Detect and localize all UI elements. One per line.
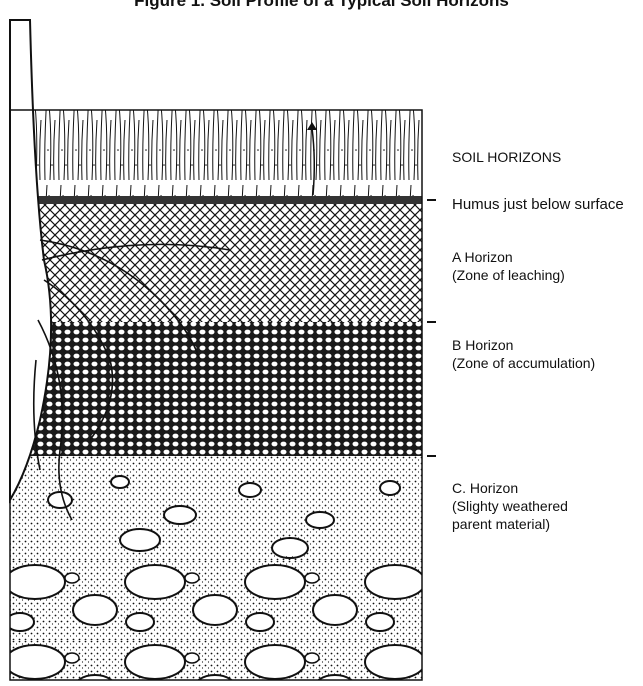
b-horizon-name: B Horizon bbox=[452, 337, 513, 354]
b-horizon-desc: (Zone of accumulation) bbox=[452, 355, 595, 372]
c-horizon-desc-1: (Slighty weathered bbox=[452, 498, 568, 515]
a-b-boundary-tick bbox=[427, 321, 436, 323]
c-horizon-name: C. Horizon bbox=[452, 480, 518, 497]
humus-layer bbox=[10, 196, 422, 204]
soil-horizons-heading: SOIL HORIZONS bbox=[452, 149, 561, 166]
a-horizon-layer bbox=[10, 204, 422, 322]
a-horizon-desc: (Zone of leaching) bbox=[452, 267, 565, 284]
b-c-boundary-tick bbox=[427, 455, 436, 457]
humus-boundary-tick bbox=[427, 199, 436, 201]
humus-label: Humus just below surface bbox=[452, 196, 624, 213]
c-horizon-desc-2: parent material) bbox=[452, 516, 550, 533]
b-horizon-layer bbox=[10, 322, 422, 456]
bedrock-layer bbox=[10, 556, 422, 680]
c-horizon-gravel bbox=[10, 456, 422, 556]
a-horizon-name: A Horizon bbox=[452, 249, 513, 266]
grass-layer bbox=[10, 110, 422, 200]
